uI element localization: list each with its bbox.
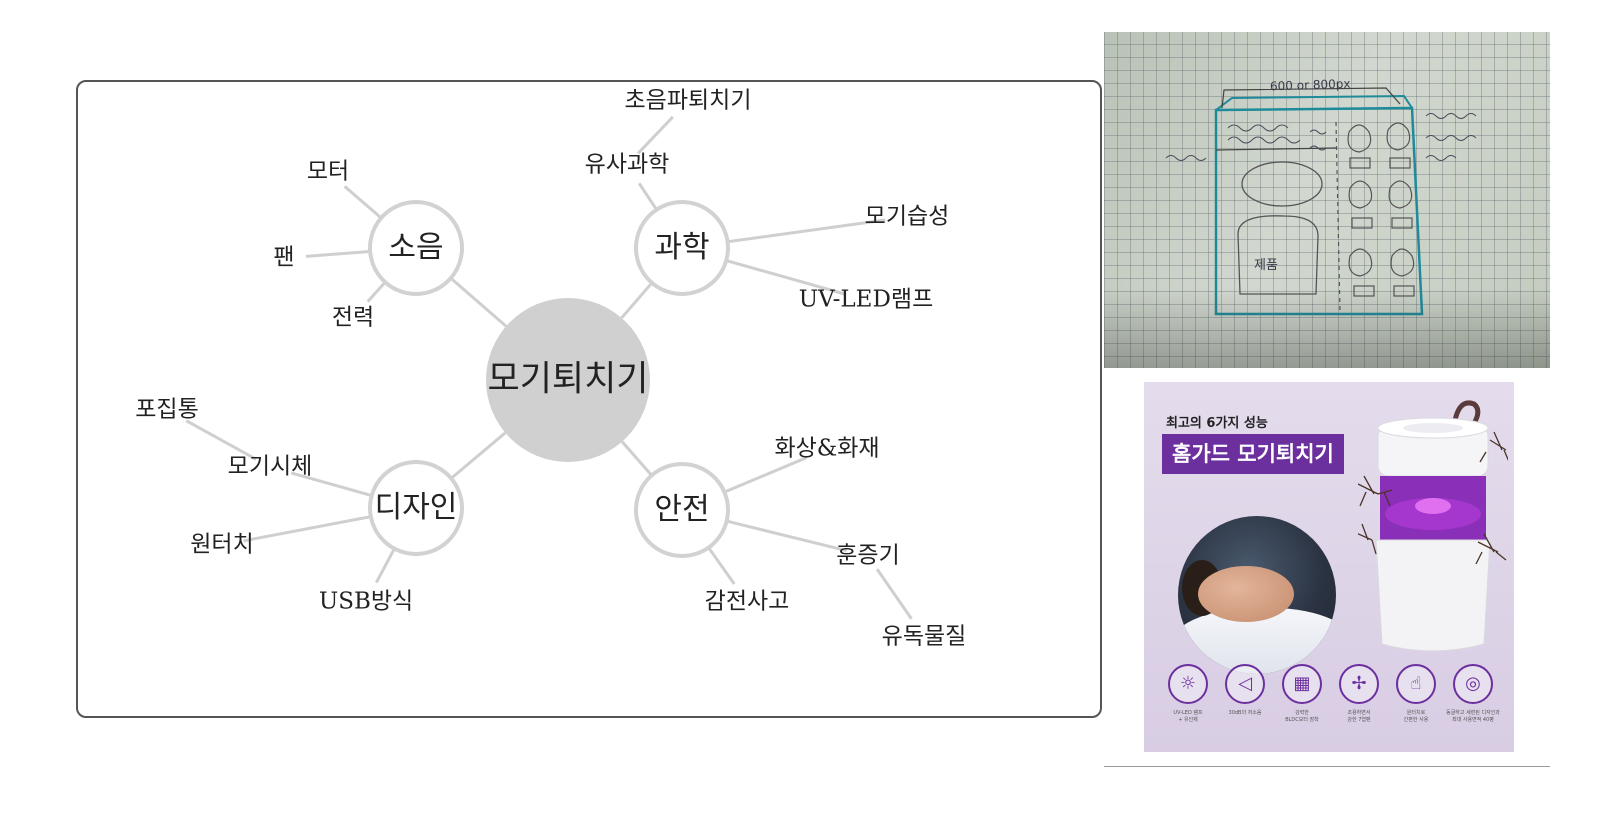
branch-node-label: 소음 [388,230,444,265]
connector-center-branch-3 [620,440,653,477]
branch-node-0 [368,200,464,296]
leaf-node-label: 전력 [331,304,375,331]
feature-icon-row: ☼ UV-LED 램프 + 유인제 ◁ 30dB의 저소음 ▦ 강력한 BLDC모터 장착… [1158,664,1504,744]
feature-item: ▦ 강력한 BLDC모터 장착 [1274,664,1330,724]
branch-node-label: 과학 [654,230,710,265]
connector-leaf-3-2 [875,568,913,620]
connector-center-branch-0 [449,277,508,328]
branch-node-2 [368,460,464,556]
motor-icon: ▦ [1282,664,1322,704]
connector-leaf-2-1 [185,419,257,461]
connector-leaf-1-3 [725,259,846,296]
leaf-node-label: 화상&화재 [774,435,880,462]
branch-node-label: 디자인 [374,490,458,525]
ad-subtitle: 최고의 6가지 성능 [1166,416,1268,431]
speaker-icon: ◁ [1225,664,1265,704]
mosquito-trap-device [1358,400,1508,652]
connector-leaf-0-1 [305,249,371,258]
feature-caption: 원터치로 간편한 사용 [1403,710,1429,723]
connector-leaf-2-0 [290,471,373,498]
leaf-node-label: 초음파퇴치기 [624,87,752,114]
feature-item: ◎ 동글하고 세련된 디자인과 최대 사용면적 40평 [1445,664,1501,724]
feature-item: ☝ 원터치로 간편한 사용 [1388,664,1444,724]
feature-caption: 30dB의 저소음 [1228,710,1262,716]
sketch-drawing [1165,87,1477,316]
leaf-node-label: 감전사고 [704,588,790,615]
connector-center-branch-2 [450,431,507,480]
hand-sketch-photo: 600 or 800px 제품 [1104,32,1550,368]
leaf-node-label: 모기시체 [227,453,313,480]
sketch-dimension-note: 600 or 800px [1269,76,1351,94]
connector-leaf-3-1 [726,519,848,553]
connector-leaf-3-0 [723,456,808,494]
leaf-node-label: 포집통 [135,396,199,423]
feature-item: ☼ UV-LED 램프 + 유인제 [1160,664,1216,724]
sketch-box-label: 제품 [1254,258,1278,273]
connector-leaf-0-0 [343,185,383,220]
leaf-node-label: USB방식 [318,588,414,615]
bulb-icon: ☼ [1168,664,1208,704]
leaf-node-label: UV-LED램프 [798,286,934,313]
feature-item: ◁ 30dB의 저소음 [1217,664,1273,717]
divider-line [1104,766,1550,767]
center-node-label: 모기퇴치기 [487,359,649,400]
leaf-node-label: 팬 [273,244,295,271]
connector-leaf-1-1 [636,115,674,155]
mindmap-connectors [185,115,913,620]
feature-caption: 조용하면서 강한 7엽팬 [1347,710,1371,723]
fan-icon: ✢ [1339,664,1379,704]
branch-node-3 [634,462,730,558]
connector-leaf-1-2 [727,218,886,244]
leaf-node-label: 원터치 [190,531,254,558]
connector-leaf-2-3 [375,547,396,584]
touch-icon: ☝ [1396,664,1436,704]
leaf-node-label: 모터 [306,158,350,185]
product-ad-image: 최고의 6가지 성능 홈가드 모기퇴치기 ☼ UV-LED 램프 + 유인제 ◁ 30… [1144,382,1514,752]
feature-caption: 동글하고 세련된 디자인과 최대 사용면적 40평 [1446,710,1500,723]
leaf-node-label: 유독물질 [881,623,967,650]
feature-caption: 강력한 BLDC모터 장착 [1285,710,1319,723]
ad-title: 홈가드 모기퇴치기 [1162,434,1344,474]
leaf-node-label: 유사과학 [584,151,670,178]
feature-item: ✢ 조용하면서 강한 7엽팬 [1331,664,1387,724]
branch-node-1 [634,200,730,296]
connector-center-branch-1 [620,281,654,319]
lightbulb-icon: ◎ [1453,664,1493,704]
connector-leaf-2-2 [243,515,372,543]
connector-leaf-1-0 [637,182,658,211]
connector-leaf-3-3 [707,546,736,585]
sleeping-man-photo [1178,516,1336,674]
feature-caption: UV-LED 램프 + 유인제 [1173,710,1203,723]
leaf-node-label: 훈증기 [836,542,900,569]
center-node [486,298,650,462]
connector-leaf-0-2 [366,281,387,303]
leaf-node-label: 모기습성 [864,203,950,230]
branch-node-label: 안전 [654,492,710,527]
